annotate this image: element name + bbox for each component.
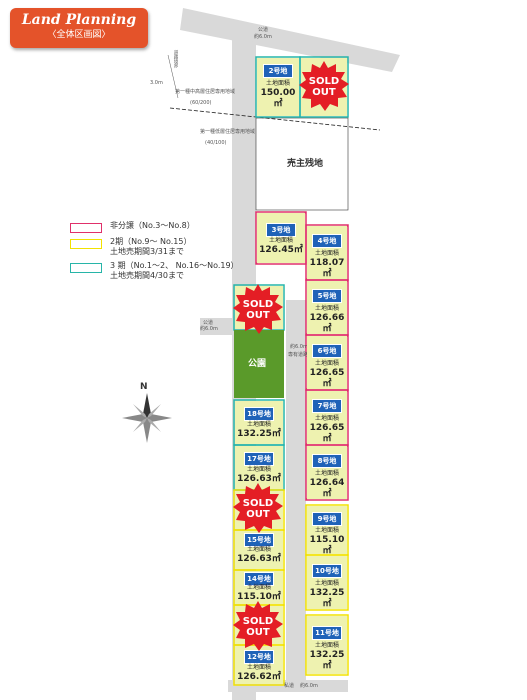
title: Land Planning bbox=[21, 12, 137, 28]
left-branch-road bbox=[200, 318, 232, 335]
left-road-width: 約6.0m bbox=[200, 326, 218, 332]
compass-icon bbox=[122, 393, 172, 443]
seller-land-label: 売主残地 bbox=[287, 159, 324, 169]
zone-boundary bbox=[169, 107, 381, 131]
legend-swatch bbox=[70, 223, 102, 233]
subtitle: 〈全体区画図〉 bbox=[47, 30, 111, 40]
legend-item-phase2: 2期（No.9〜 No.15） 土地売期間3/31まで bbox=[70, 236, 270, 258]
park: 公園 bbox=[234, 330, 284, 398]
top-road bbox=[180, 8, 400, 72]
top-road-label: 公道 bbox=[258, 27, 269, 33]
legend-item-nonsale: 非分譲（No.3〜No.8） bbox=[70, 220, 270, 234]
diag-road-label: 道路境界 bbox=[173, 50, 178, 68]
bottom-road-label: 私道 bbox=[284, 683, 295, 689]
legend: 非分譲（No.3〜No.8） 2期（No.9〜 No.15） 土地売期間3/31… bbox=[70, 220, 270, 284]
private-road-width: 約6.0m bbox=[290, 344, 308, 350]
legend-swatch bbox=[70, 239, 102, 249]
zone1-label: 第一種中高層住居専用地域 bbox=[175, 89, 236, 95]
zone2-ratio: (40/100) bbox=[205, 140, 227, 146]
zone2-label: 第一種低層住居専用地域 bbox=[200, 129, 256, 135]
zone1-ratio: (60/200) bbox=[190, 100, 212, 106]
top-road-width: 約6.0m bbox=[254, 34, 272, 40]
seller-land bbox=[255, 117, 349, 211]
compass-label: N bbox=[140, 382, 148, 392]
title-badge: Land Planning 〈全体区画図〉 bbox=[10, 8, 148, 48]
bottom-road-width: 約6.0m bbox=[300, 683, 318, 689]
legend-swatch bbox=[70, 263, 102, 273]
plot-1-outline bbox=[299, 56, 349, 118]
legend-item-phase3: 3 期（No.1〜2、 No.16〜No.19） 土地売期間4/30まで bbox=[70, 260, 270, 282]
private-road-note: 専有道路 bbox=[288, 352, 309, 358]
left-road-label: 公道 bbox=[203, 320, 214, 326]
diag-road-width: 3.0m bbox=[150, 80, 163, 86]
private-road bbox=[286, 300, 306, 692]
